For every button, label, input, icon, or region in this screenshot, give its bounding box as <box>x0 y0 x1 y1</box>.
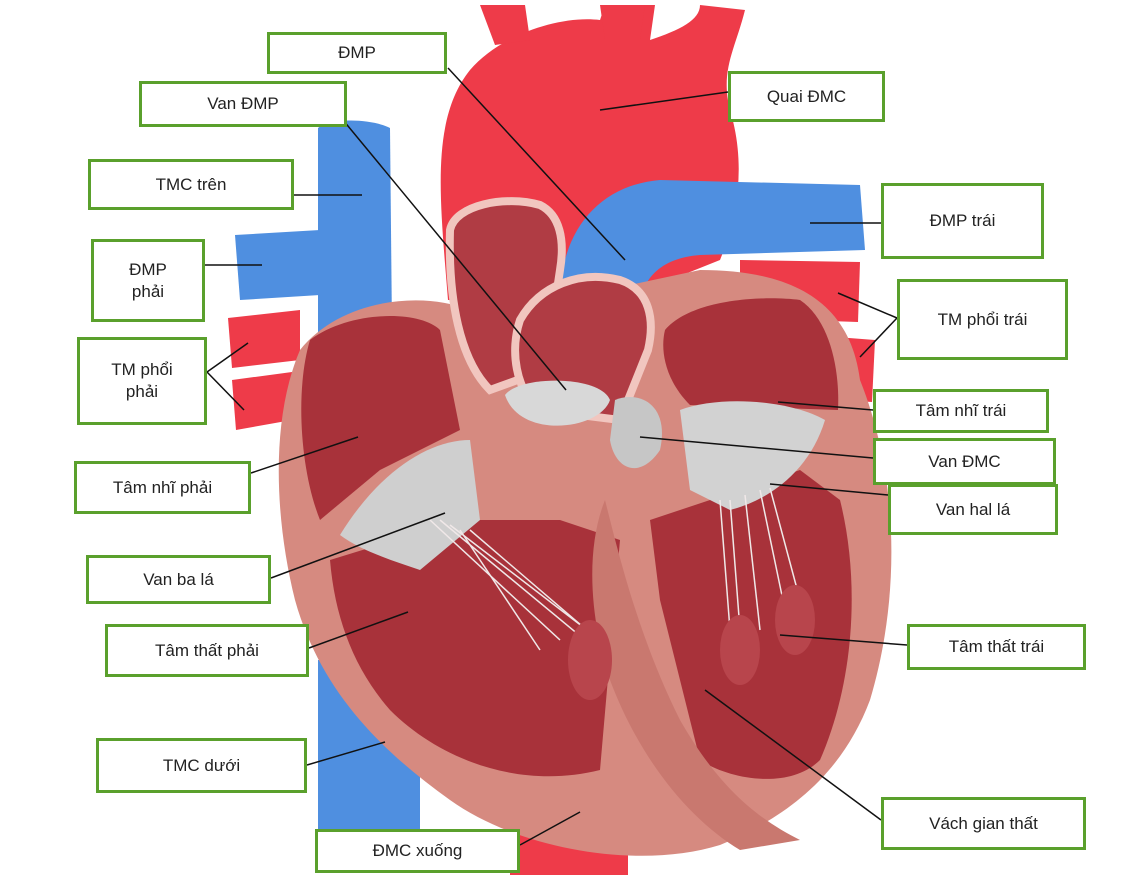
label-tm-phoi-trai: TM phổi trái <box>897 279 1068 360</box>
label-tmc-duoi: TMC dưới <box>96 738 307 793</box>
label-tmc-tren: TMC trên <box>88 159 294 210</box>
label-tm-phoi-phai: TM phổi phải <box>77 337 207 425</box>
right-pulmonary-vein-upper <box>228 310 300 368</box>
aorta-branch-mid <box>600 5 645 40</box>
label-van-hai-la: Van hal lá <box>888 484 1058 535</box>
papillary-muscle-right <box>568 620 612 700</box>
label-dmc-xuong: ĐMC xuống <box>315 829 520 873</box>
label-tam-nhi-trai: Tâm nhĩ trái <box>873 389 1049 433</box>
label-dmp-trai: ĐMP trái <box>881 183 1044 259</box>
label-van-ba-la: Van ba lá <box>86 555 271 604</box>
label-quai-dmc: Quai ĐMC <box>728 71 885 122</box>
label-van-dmc: Van ĐMC <box>873 438 1056 485</box>
label-vach-gian-that: Vách gian thất <box>881 797 1086 850</box>
label-tam-nhi-phai: Tâm nhĩ phải <box>74 461 251 514</box>
left-atrium <box>663 298 838 410</box>
label-tam-that-trai: Tâm thất trái <box>907 624 1086 670</box>
label-dmp: ĐMP <box>267 32 447 74</box>
aorta-branch-left <box>480 5 530 45</box>
label-dmp-phai: ĐMP phải <box>91 239 205 322</box>
papillary-muscle-left-2 <box>775 585 815 655</box>
label-van-dmp: Van ĐMP <box>139 81 347 127</box>
label-tam-that-phai: Tâm thất phải <box>105 624 309 677</box>
papillary-muscle-left-1 <box>720 615 760 685</box>
